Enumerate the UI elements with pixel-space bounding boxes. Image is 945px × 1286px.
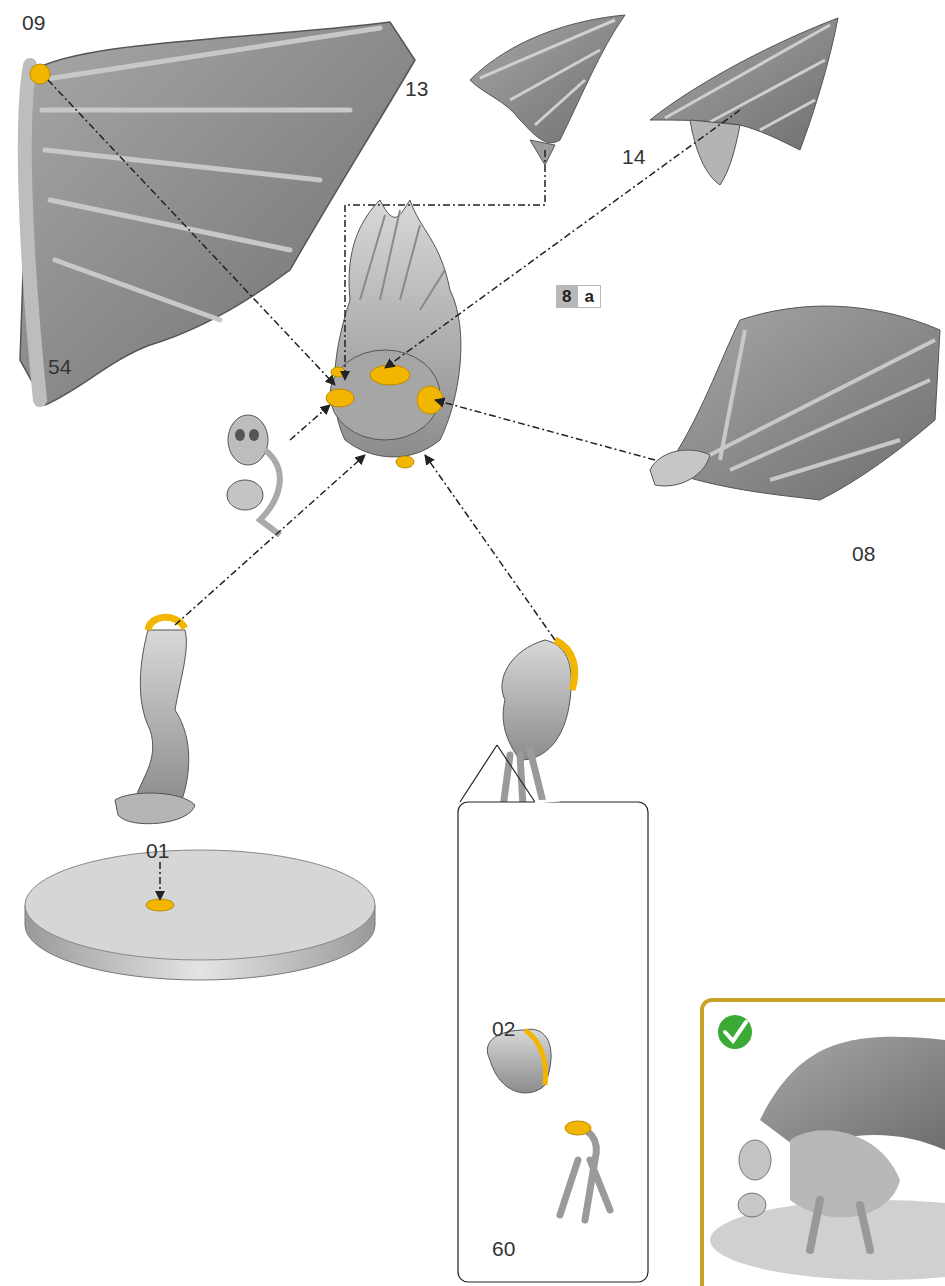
skull-part — [227, 415, 280, 535]
wing-part — [470, 15, 625, 165]
part-number: 13 — [405, 78, 428, 99]
step-badge: a — [577, 285, 600, 308]
part-number: 60 — [492, 1238, 515, 1259]
wing-part — [650, 306, 940, 500]
body-part — [326, 200, 461, 468]
finished-preview — [702, 1000, 945, 1286]
part-number: 02 — [492, 1018, 515, 1039]
leg-part — [115, 617, 195, 823]
part-number: 14 — [622, 146, 645, 167]
part-number: 01 — [146, 840, 169, 861]
part-number: 09 — [22, 12, 45, 33]
detail-inset — [458, 745, 648, 1282]
step-badge: 8 — [556, 285, 577, 308]
round-base — [25, 850, 375, 980]
part-number: 08 — [852, 543, 875, 564]
wing-part — [650, 18, 838, 185]
part-number: 54 — [48, 356, 71, 377]
